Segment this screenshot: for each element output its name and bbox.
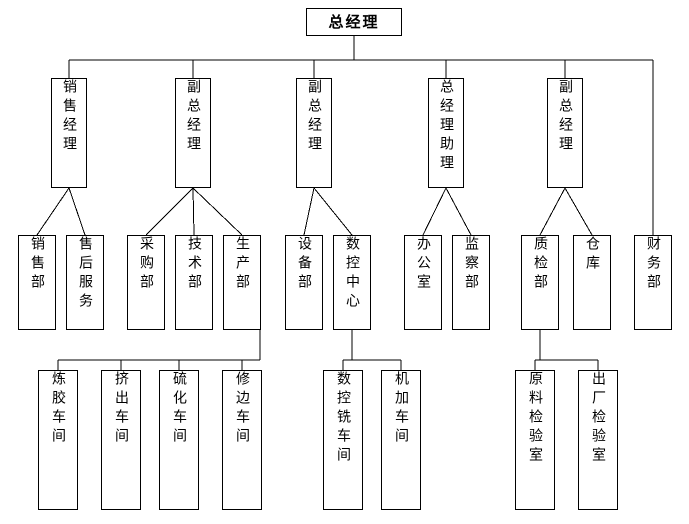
node-label: 销售经理	[61, 79, 77, 155]
node-label: 副总经理	[306, 79, 322, 155]
node-equipment-dept[interactable]: 设备部	[285, 235, 323, 330]
node-label: 硫化车间	[171, 371, 187, 447]
node-label: 炼胶车间	[50, 371, 66, 447]
connector-diagonal	[445, 187, 472, 236]
node-finance-dept[interactable]: 财务部	[634, 235, 672, 330]
node-label: 监察部	[463, 236, 479, 293]
node-label: 副总经理	[185, 79, 201, 155]
node-cnc-center[interactable]: 数控中心	[333, 235, 371, 330]
connector-diagonal	[36, 187, 70, 236]
node-cnc-mill-workshop[interactable]: 数控铣车间	[323, 370, 363, 510]
node-label: 采购部	[138, 236, 154, 293]
node-technology-dept[interactable]: 技术部	[175, 235, 213, 330]
connector-diagonal	[303, 187, 315, 236]
node-warehouse[interactable]: 仓库	[573, 235, 611, 330]
node-sales-dept[interactable]: 销售部	[18, 235, 56, 330]
connector-diagonal	[68, 187, 86, 236]
node-label: 出厂检验室	[590, 371, 606, 466]
node-vulcanizing-workshop[interactable]: 硫化车间	[159, 370, 199, 510]
connector-diagonal	[422, 187, 447, 236]
node-label: 设备部	[296, 236, 312, 293]
connector-diagonal	[313, 187, 353, 236]
node-deputy-gm-1[interactable]: 副总经理	[175, 78, 211, 188]
node-mixing-workshop[interactable]: 炼胶车间	[38, 370, 78, 510]
node-label: 数控铣车间	[335, 371, 351, 466]
node-quality-dept[interactable]: 质检部	[521, 235, 559, 330]
node-purchasing-dept[interactable]: 采购部	[127, 235, 165, 330]
node-factory-output-lab[interactable]: 出厂检验室	[578, 370, 618, 510]
node-label: 售后服务	[77, 236, 93, 312]
node-label: 挤出车间	[113, 371, 129, 447]
node-label: 质检部	[532, 236, 548, 293]
node-deputy-gm-2[interactable]: 副总经理	[296, 78, 332, 188]
connector-diagonal	[192, 187, 195, 236]
node-machining-workshop[interactable]: 机加车间	[381, 370, 421, 510]
node-gm-assistant[interactable]: 总经理助理	[428, 78, 464, 188]
node-label: 数控中心	[344, 236, 360, 312]
node-supervision-dept[interactable]: 监察部	[452, 235, 490, 330]
node-production-dept[interactable]: 生产部	[223, 235, 261, 330]
node-general-manager[interactable]: 总经理	[306, 8, 402, 36]
node-label: 销售部	[29, 236, 45, 293]
connector-diagonal	[145, 187, 194, 236]
connector-diagonal	[539, 187, 566, 236]
node-extrusion-workshop[interactable]: 挤出车间	[101, 370, 141, 510]
node-sales-manager[interactable]: 销售经理	[51, 78, 87, 188]
node-office[interactable]: 办公室	[404, 235, 442, 330]
node-label: 财务部	[645, 236, 661, 293]
connector-diagonal	[192, 187, 243, 236]
node-deputy-gm-3[interactable]: 副总经理	[547, 78, 583, 188]
node-label: 总经理助理	[438, 79, 454, 174]
node-label: 原料检验室	[527, 371, 543, 466]
node-label: 总经理	[328, 12, 380, 31]
node-raw-material-lab[interactable]: 原料检验室	[515, 370, 555, 510]
node-label: 技术部	[186, 236, 202, 293]
node-label: 副总经理	[557, 79, 573, 155]
node-after-sales[interactable]: 售后服务	[66, 235, 104, 330]
node-label: 机加车间	[393, 371, 409, 447]
node-label: 办公室	[415, 236, 431, 293]
node-label: 仓库	[584, 236, 600, 274]
node-label: 生产部	[234, 236, 250, 293]
node-label: 修边车间	[234, 371, 250, 447]
connector-diagonal	[564, 187, 593, 236]
node-trimming-workshop[interactable]: 修边车间	[222, 370, 262, 510]
